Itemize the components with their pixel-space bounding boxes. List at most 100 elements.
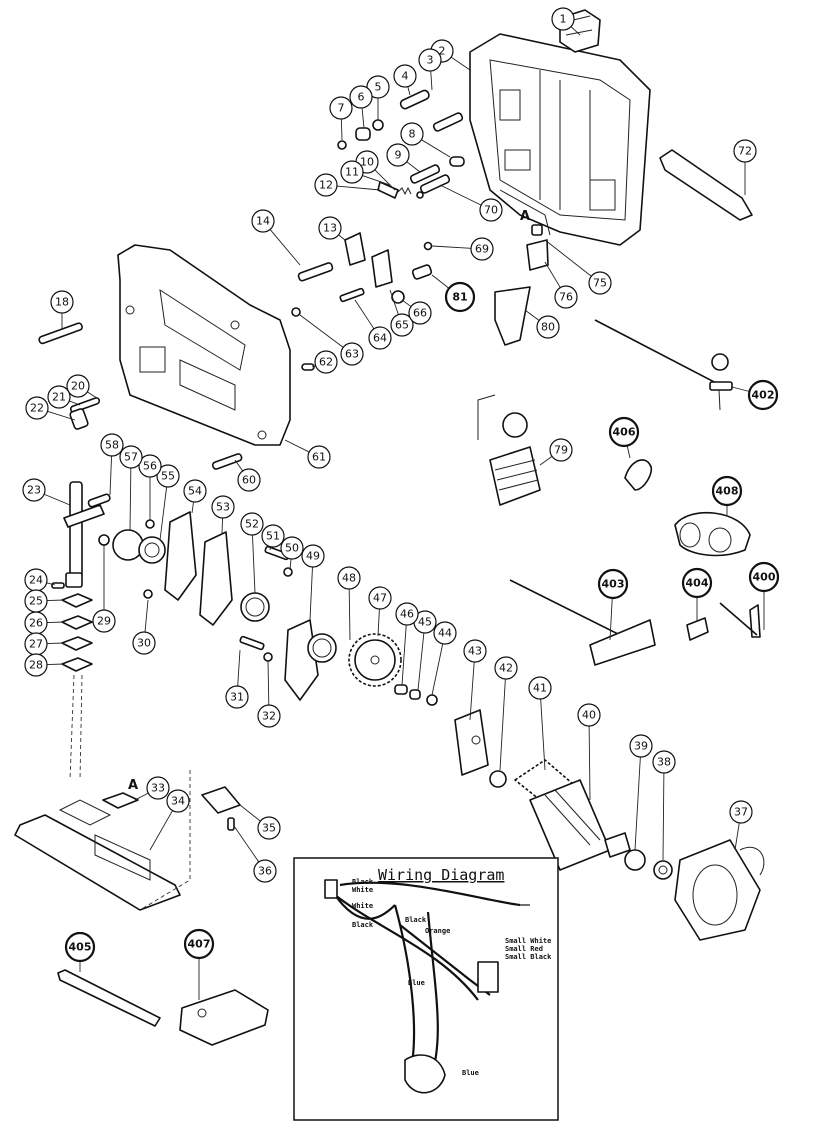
callout-38: 38 [652,750,676,774]
callout-40: 40 [577,703,601,727]
leader-line-20 [87,391,101,401]
wire-label-blue-bottom: Blue [462,1069,479,1077]
callout-51: 51 [261,524,285,548]
callout-44: 44 [433,621,457,645]
callout-12: 12 [314,173,338,197]
callout-25: 25 [24,589,48,613]
leader-line-12 [336,185,381,191]
wire-label-small-red: Small Red [505,945,543,953]
callout-label: 32 [262,710,276,723]
leader-line-40 [588,725,591,801]
callout-80: 80 [536,315,560,339]
callout-label: 60 [242,474,256,487]
callout-label: 48 [342,572,356,585]
callout-61: 61 [307,445,331,469]
callout-18: 18 [50,290,74,314]
leader-line-38 [662,772,665,861]
leader-line-63 [299,314,344,348]
callout-5: 5 [366,75,390,99]
callout-8: 8 [400,122,424,146]
leader-line-35 [239,804,261,822]
callout-label: 29 [97,615,111,628]
leader-line-55 [159,486,168,541]
callout-label: 49 [306,550,320,563]
callout-label: 6 [358,91,365,104]
leader-line-14 [269,229,301,266]
wiring-diagram: Wiring Diagram Black White White Black B… [293,857,559,1121]
callout-400: 400 [748,561,780,593]
callout-label: 26 [29,617,43,630]
leader-line-57 [129,467,132,531]
callout-label: 58 [105,439,119,452]
callout-label: 1 [560,13,567,26]
callout-3: 3 [418,48,442,72]
callout-label: 66 [413,307,427,320]
housing-left [117,244,291,446]
callout-label: 22 [30,402,44,415]
leader-line-13 [338,234,346,241]
callout-36: 36 [253,859,277,883]
leader-line-43 [469,661,475,721]
callout-label: 33 [151,782,165,795]
leader-line-65 [389,289,399,315]
leader-line-52 [252,534,256,594]
wire-label-white-top: White [352,886,373,894]
leader-line-25 [46,599,65,602]
callout-55: 55 [156,464,180,488]
callout-62: 62 [314,350,338,374]
leader-line-4 [407,86,411,96]
callout-label: 52 [245,518,259,531]
callout-63: 63 [340,342,364,366]
callout-label: 403 [602,578,625,591]
callout-58: 58 [100,433,124,457]
leader-line-54 [191,501,194,514]
callout-label: 42 [499,662,513,675]
callout-label: 69 [475,243,489,256]
callout-label: 14 [256,215,270,228]
leader-line-30 [144,599,149,633]
speed-controller [477,394,541,506]
leader-line-69 [431,245,472,249]
leader-line-11 [362,175,391,186]
callout-label: 76 [559,291,573,304]
screws-left [38,307,315,470]
callout-48: 48 [337,566,361,590]
callout-label: 11 [345,166,359,179]
callout-label: 406 [613,426,636,439]
callout-34: 34 [166,789,190,813]
leader-line-1 [570,26,581,36]
callout-403: 403 [597,568,629,600]
callout-408: 408 [711,475,743,507]
callout-72: 72 [733,139,757,163]
callout-24: 24 [24,568,48,592]
leader-line-39 [634,756,641,851]
leader-line-406 [626,445,631,459]
callout-label: 7 [338,102,345,115]
callout-1: 1 [551,7,575,31]
callout-label: 55 [161,470,175,483]
blade-and-case [57,969,269,1046]
callout-6: 6 [349,85,373,109]
base-plate [14,770,241,911]
callout-label: 27 [29,638,43,651]
leader-line-47 [377,608,380,637]
leader-line-28 [46,663,65,666]
callout-label: 30 [137,637,151,650]
leader-line-60 [234,459,244,472]
leader-line-34 [149,810,173,851]
callout-label: 35 [262,822,276,835]
callout-label: 53 [216,501,230,514]
callout-label: 64 [373,332,387,345]
callout-54: 54 [183,479,207,503]
callout-9: 9 [386,143,410,167]
callout-46: 46 [395,602,419,626]
callout-26: 26 [24,611,48,635]
leader-line-44 [431,643,444,696]
callout-label: 54 [188,485,202,498]
callout-27: 27 [24,632,48,656]
leader-line-62 [311,365,316,368]
callout-52: 52 [240,512,264,536]
callout-69: 69 [470,237,494,261]
leader-line-75 [544,239,592,277]
